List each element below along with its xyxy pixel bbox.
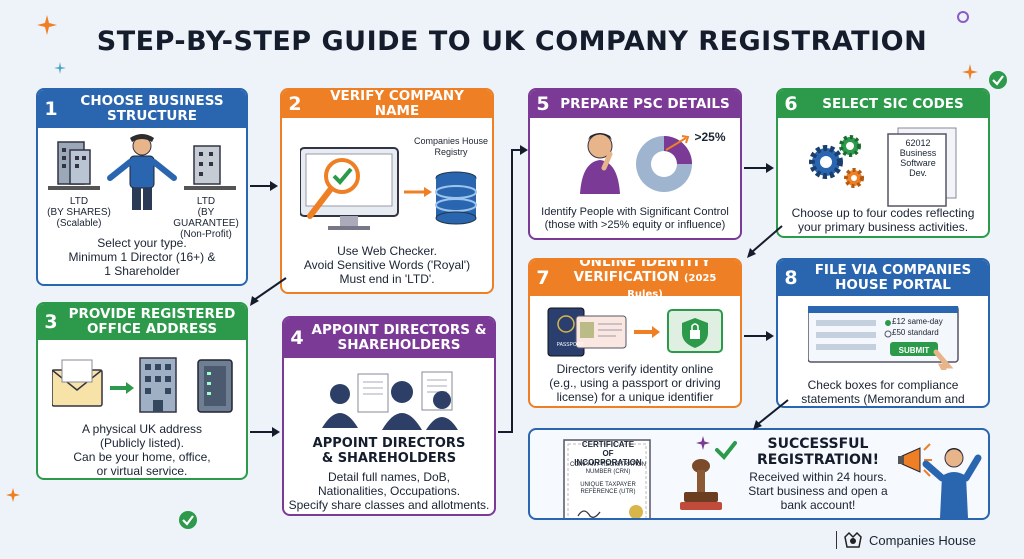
step-2-card: 2 VERIFY COMPANY NAME Companies House Re…: [280, 88, 494, 294]
gears-icon: [809, 135, 864, 188]
sparkle-icon: [6, 488, 20, 502]
fee-standard-label: £50 standard: [892, 328, 939, 337]
step-3-description: A physical UK address (Publicly listed).…: [73, 422, 211, 478]
step-3-card: 3 PROVIDE REGISTERED OFFICE ADDRESS A ph…: [36, 302, 248, 480]
step-4-description: Detail full names, DoB, Nationalities, O…: [288, 470, 490, 512]
step-1-description: Select your type. Minimum 1 Director (16…: [68, 236, 216, 278]
step-2-header: 2 VERIFY COMPANY NAME: [282, 88, 492, 119]
footer-brand: Companies House: [836, 528, 1016, 552]
ltd-by-guarantee-label: LTD (BY GUARANTEE) (Non-Profit): [173, 196, 239, 240]
step-title: PROVIDE REGISTERED OFFICE ADDRESS: [68, 306, 236, 337]
office-address-illustration: [52, 357, 233, 413]
success-title: SUCCESSFUL REGISTRATION!: [757, 436, 879, 468]
royal-crest-icon: [844, 531, 862, 548]
companies-house-registry-label: Companies House Registry: [413, 136, 489, 157]
check-circle-icon: [989, 71, 1007, 89]
arrow-step2-to-step3: [250, 277, 287, 306]
step-8-card: 8 FILE VIA COMPANIES HOUSE PORTAL £12 sa…: [776, 258, 990, 408]
step-2-description: Use Web Checker. Avoid Sensitive Words (…: [303, 244, 471, 286]
sparkle-icon: [696, 436, 710, 450]
step-title: VERIFY COMPANY NAME: [330, 88, 464, 119]
page-title: STEP-BY-STEP GUIDE TO UK COMPANY REGISTR…: [96, 26, 928, 57]
certificate-heading: CERTIFICATE OF INCORPORATION: [574, 440, 642, 467]
step-number: 5: [536, 93, 550, 115]
step-number: 7: [536, 267, 550, 289]
submit-button: SUBMIT: [898, 346, 930, 355]
divider: [836, 531, 837, 549]
step-5-card: 5 PREPARE PSC DETAILS >25% Identify Peop…: [528, 88, 742, 240]
passport-label: PASSPORT: [556, 342, 584, 348]
sparkle-icon: [962, 64, 978, 80]
step-6-description: Choose up to four codes reflecting your …: [791, 206, 975, 234]
step-4-header: 4 APPOINT DIRECTORS & SHAREHOLDERS: [284, 318, 494, 358]
circle-decor-icon: [957, 11, 969, 23]
step-7-description: Directors verify identity online (e.g., …: [549, 362, 721, 404]
success-panel: CERTIFICATE OF INCORPORATION COMPANY REG…: [528, 428, 990, 520]
sic-document-icon: [887, 127, 957, 207]
identity-verification-illustration: [547, 307, 723, 357]
step-number: 4: [290, 327, 304, 349]
celebrating-person-icon: [898, 443, 982, 518]
portal-form-illustration: [808, 306, 959, 370]
sic-code-label: 62012 Business Software Dev.: [899, 138, 937, 178]
directors-illustration: [322, 371, 458, 430]
step-title: ONLINE IDENTITY VERIFICATION: [573, 258, 711, 285]
step-4-subtitle: APPOINT DIRECTORS & SHAREHOLDERS: [312, 436, 466, 466]
step-3-header: 3 PROVIDE REGISTERED OFFICE ADDRESS: [38, 304, 246, 340]
step-7-header: 7 ONLINE IDENTITY VERIFICATION (2025 Rul…: [530, 258, 740, 300]
arrow-step3-to-step4: [250, 427, 280, 437]
arrow-step5-to-step6: [744, 163, 774, 173]
step-8-description: Check boxes for compliance statements (M…: [801, 378, 965, 406]
footer-brand-text: Companies House: [869, 532, 976, 548]
certificate-utr-label: UNIQUE TAXPAYER REFERENCE (UTR): [580, 482, 636, 495]
fee-same-day-label: £12 same-day: [892, 317, 943, 326]
web-checker-illustration: [300, 147, 477, 230]
certificate-crn-label: COMPANY REGISTRATION NUMBER (CRN): [569, 462, 646, 475]
step-number: 1: [44, 98, 58, 120]
step-number: 3: [44, 311, 58, 333]
step-title: PREPARE PSC DETAILS: [560, 95, 730, 112]
step-title: APPOINT DIRECTORS & SHAREHOLDERS: [311, 322, 487, 353]
step-title: FILE VIA COMPANIES HOUSE PORTAL: [814, 262, 972, 293]
step-5-description: Identify People with Significant Control…: [541, 206, 729, 231]
step-title: CHOOSE BUSINESS STRUCTURE: [80, 93, 224, 124]
step-4-card: 4 APPOINT DIRECTORS & SHAREHOLDERS APPOI…: [282, 316, 496, 516]
arrow-step4-to-step5: [498, 145, 528, 433]
sparkle-icon: [54, 62, 66, 74]
step-7-card: 7 ONLINE IDENTITY VERIFICATION (2025 Rul…: [528, 258, 742, 408]
step-number: 2: [288, 93, 302, 115]
ltd-by-shares-label: LTD (BY SHARES) (Scalable): [47, 196, 111, 229]
step-1-card: 1 CHOOSE BUSINESS STRUCTURE LTD (BY SHAR…: [36, 88, 248, 286]
success-description: Received within 24 hours. Start business…: [748, 470, 888, 512]
step-number: 8: [784, 267, 798, 289]
step-6-header: 6 SELECT SIC CODES: [778, 90, 988, 118]
step-title: SELECT SIC CODES: [822, 95, 964, 112]
stamp-icon: [680, 459, 722, 510]
arrow-step7-to-step8: [744, 331, 774, 341]
certificate-icon: [563, 439, 651, 518]
business-structure-illustration: [48, 134, 236, 210]
sparkle-icon: [37, 15, 57, 35]
arrow-step6-to-step7: [747, 225, 783, 258]
step-6-card: 6 SELECT SIC CODES 62012 Business Softwa…: [776, 88, 990, 238]
psc-illustration: [580, 133, 692, 194]
psc-threshold-label: >25%: [694, 130, 726, 144]
check-circle-icon: [179, 511, 197, 529]
step-number: 6: [784, 93, 798, 115]
arrow-step8-to-success: [753, 399, 789, 430]
step-8-header: 8 FILE VIA COMPANIES HOUSE PORTAL: [778, 260, 988, 296]
arrow-step1-to-step2: [250, 181, 278, 191]
check-icon: [715, 441, 737, 461]
step-1-header: 1 CHOOSE BUSINESS STRUCTURE: [38, 90, 246, 128]
step-title-note: (2025 Rules): [627, 272, 717, 300]
step-5-header: 5 PREPARE PSC DETAILS: [530, 90, 740, 118]
